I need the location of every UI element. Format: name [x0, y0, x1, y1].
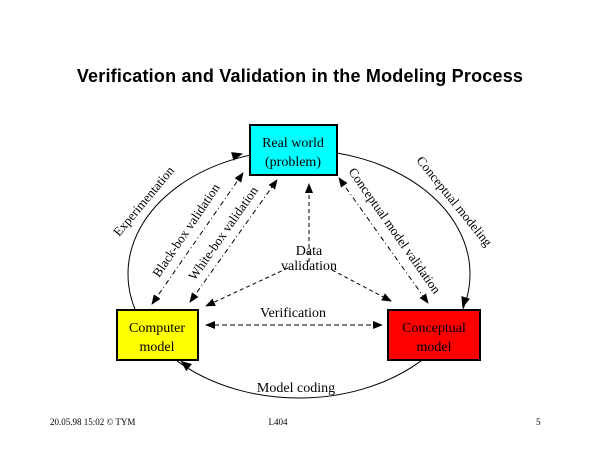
footer-course-code: L404 — [268, 417, 288, 427]
model-coding-label: Model coding — [257, 381, 335, 396]
slide-title: Verification and Validation in the Model… — [76, 66, 524, 86]
footer-datestamp: 20.05.98 15:02 © TYM — [50, 417, 136, 427]
verification-label: Verification — [260, 306, 326, 321]
computer-model-box — [116, 309, 199, 361]
footer-page-number: 5 — [536, 417, 541, 427]
computer-model-label-line2: model — [140, 340, 175, 355]
conceptual-model-validation-arrow — [338, 177, 429, 304]
model-coding-arrowhead-icon — [180, 360, 192, 372]
data-validation-arrow-to-conceptual-model — [331, 269, 392, 302]
data-validation-label-line1: Data — [296, 244, 323, 259]
white-box-validation-label: White-box validation — [185, 183, 261, 283]
white-box-validation-arrow — [189, 179, 278, 303]
real-world-box — [249, 124, 338, 176]
experimentation-arrowhead-icon — [231, 152, 243, 161]
conceptual-modeling-arrowhead-icon — [461, 296, 470, 308]
conceptual-model-label-line2: model — [417, 340, 452, 355]
experimentation-label: Experimentation — [110, 163, 178, 239]
conceptual-model-validation-label: Conceptual model validation — [346, 165, 445, 297]
real-world-label-line2: (problem) — [265, 155, 321, 170]
conceptual-modeling-label: Conceptual modeling — [414, 153, 496, 250]
conceptual-model-label-line1: Conceptual — [402, 321, 466, 336]
data-validation-arrow-to-computer-model — [205, 267, 289, 307]
black-box-validation-arrow — [151, 172, 244, 305]
real-world-label-line1: Real world — [262, 136, 324, 151]
black-box-validation-label: Black-box validation — [149, 180, 223, 279]
computer-model-label-line1: Computer — [129, 321, 185, 336]
data-validation-label-line2: validation — [281, 259, 337, 274]
conceptual-model-box — [387, 309, 481, 361]
